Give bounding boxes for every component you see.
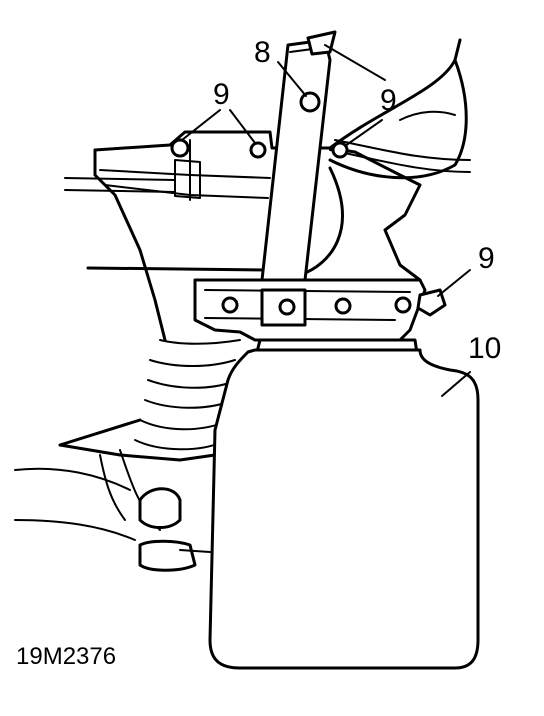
leader-lines xyxy=(181,44,471,397)
container-part-10 xyxy=(208,338,480,670)
label-8: 8 xyxy=(254,36,271,69)
engine-housing xyxy=(64,130,422,342)
lower-left-mechanism xyxy=(14,339,241,572)
bolt-plate-1 xyxy=(221,296,239,314)
fasteners xyxy=(170,30,447,317)
label-9-right: 9 xyxy=(478,242,495,275)
bolt-top-left-b xyxy=(249,141,267,159)
mounting-plate xyxy=(193,278,427,342)
clip-top xyxy=(306,30,337,56)
bolt-top-right xyxy=(331,141,349,159)
bolt-plate-3 xyxy=(334,297,352,315)
bolt-plate-2 xyxy=(278,298,296,316)
bolt-top-left-a xyxy=(170,138,190,158)
figure-code: 19M2376 xyxy=(16,643,116,670)
label-10: 10 xyxy=(468,332,501,365)
label-9-top-left: 9 xyxy=(213,78,230,111)
bolt-plate-4 xyxy=(394,296,412,314)
bolt-bracket-top xyxy=(299,91,321,113)
label-9-top-right: 9 xyxy=(380,84,397,117)
